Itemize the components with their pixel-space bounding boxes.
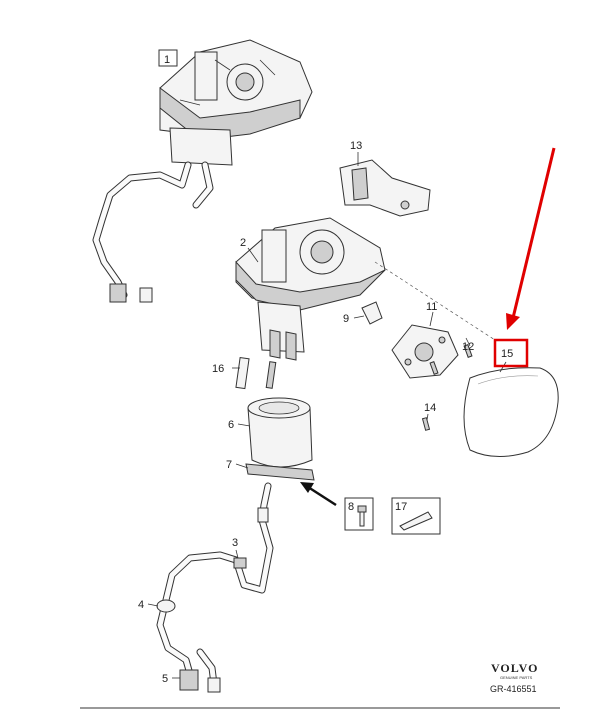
brand-logo: VOLVO bbox=[491, 661, 538, 675]
clip-9 bbox=[361, 301, 383, 325]
callout-17: 17 bbox=[395, 501, 407, 513]
callout-6: 6 bbox=[228, 419, 234, 431]
gasket-7 bbox=[245, 463, 315, 481]
bracket-13 bbox=[339, 159, 431, 217]
screw-actuator bbox=[429, 361, 439, 375]
cover-6 bbox=[247, 397, 313, 468]
callout-16: 16 bbox=[212, 363, 224, 375]
screws-16 bbox=[235, 357, 277, 390]
pointer-arrow-8 bbox=[300, 482, 337, 507]
callout-11: 11 bbox=[426, 301, 437, 313]
callout-14: 14 bbox=[424, 402, 436, 414]
red-arrow bbox=[506, 147, 556, 330]
connector-1b bbox=[139, 287, 153, 303]
brand-subtitle: GENUINE PARTS bbox=[500, 675, 533, 680]
callout-9: 9 bbox=[343, 313, 349, 325]
reference-number: GR-416551 bbox=[490, 684, 537, 694]
connector-5 bbox=[179, 669, 199, 691]
callout-1: 1 bbox=[164, 54, 170, 66]
screw-8-shaft bbox=[359, 511, 365, 527]
callout-3: 3 bbox=[232, 537, 238, 549]
connector-5b bbox=[207, 677, 221, 693]
callout-box-8 bbox=[344, 497, 374, 531]
callout-7: 7 bbox=[226, 459, 232, 471]
actuator-11 bbox=[391, 324, 459, 379]
callout-box-17 bbox=[391, 497, 441, 535]
screw-12 bbox=[463, 344, 473, 358]
callout-2: 2 bbox=[240, 237, 246, 249]
callout-15: 15 bbox=[501, 348, 513, 360]
mirror-assembly-1 bbox=[159, 39, 313, 166]
screw-8-head bbox=[357, 505, 367, 513]
connector-1a bbox=[109, 283, 127, 303]
screw-14 bbox=[421, 417, 431, 431]
terminal-17 bbox=[399, 511, 433, 531]
callout-box-1 bbox=[158, 49, 178, 67]
wiring-harness-1 bbox=[92, 161, 214, 303]
callout-13: 13 bbox=[350, 140, 362, 152]
callout-8: 8 bbox=[348, 501, 354, 513]
highlight-box-15 bbox=[493, 338, 529, 368]
callout-12: 12 bbox=[462, 341, 474, 353]
wiring-harness-3 bbox=[156, 482, 274, 693]
mirror-glass-15 bbox=[463, 367, 559, 457]
callout-5: 5 bbox=[162, 673, 168, 685]
mirror-base-2 bbox=[235, 217, 386, 361]
callout-4: 4 bbox=[138, 599, 144, 611]
